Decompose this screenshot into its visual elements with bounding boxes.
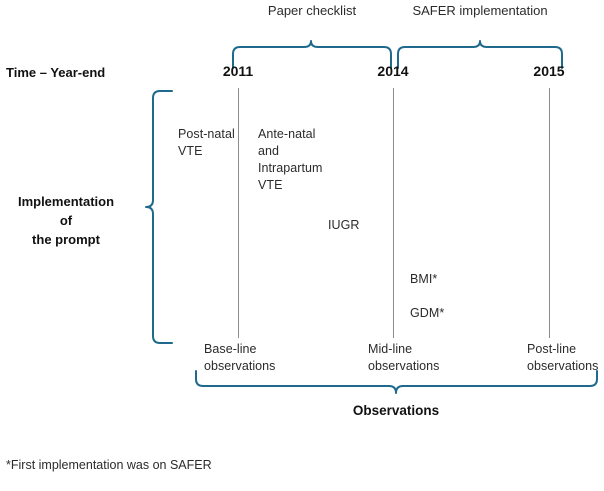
group-title-paper-checklist: Paper checklist [267, 3, 357, 18]
timeline-rule-2011 [238, 88, 239, 338]
intervention-gdm: GDM* [410, 306, 445, 320]
year-label-2011: 2011 [222, 63, 254, 79]
footnote-safer: *First implementation was on SAFER [6, 458, 212, 472]
intervention-ante-natal-intrapartum-vte: Ante-natal and Intrapartum VTE [258, 127, 323, 192]
observations-caption: Observations [352, 403, 440, 418]
observation-base-line: Base-line observations [204, 342, 276, 373]
group-title-safer-implementation: SAFER implementation [412, 3, 548, 18]
intervention-post-natal-vte: Post-natal VTE [178, 127, 235, 158]
observation-mid-line: Mid-line observations [368, 342, 440, 373]
timeline-rule-2015 [549, 88, 550, 338]
intervention-iugr: IUGR [328, 218, 360, 232]
intervention-bmi: BMI* [410, 272, 438, 286]
year-label-2015: 2015 [533, 63, 565, 79]
timeline-rule-2014 [393, 88, 394, 338]
axis-title-time: Time – Year-end [6, 65, 106, 80]
year-label-2014: 2014 [377, 63, 409, 79]
row-title-implementation-of-prompt: Implementation of the prompt [17, 194, 115, 247]
brace-implementation-of-prompt [145, 90, 173, 344]
observation-post-line: Post-line observations [527, 342, 599, 373]
